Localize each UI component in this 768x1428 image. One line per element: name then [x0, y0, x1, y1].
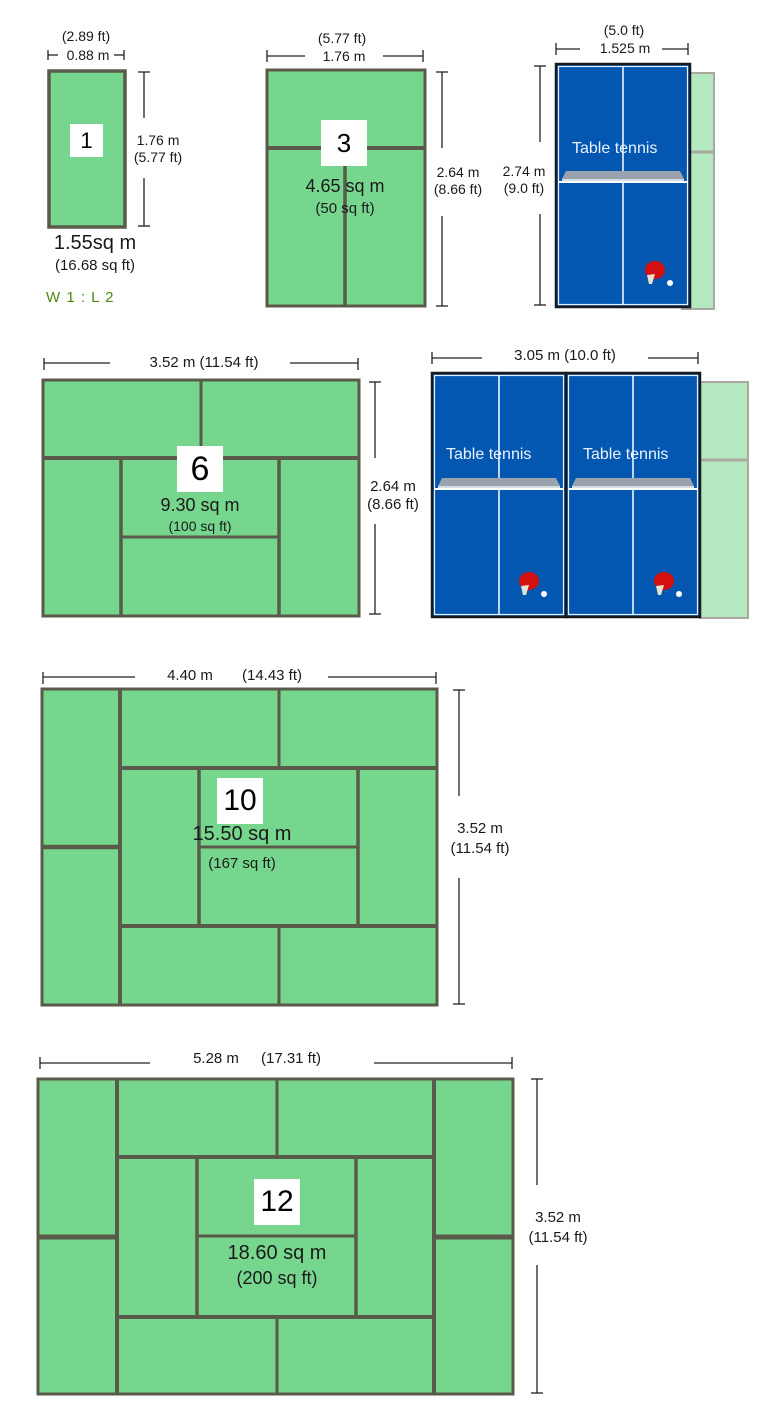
mat-10-width-ft: (14.43 ft) [241, 667, 303, 684]
mat-6-diagram [41, 378, 361, 618]
mat-12-area-m: 18.60 sq m [227, 1242, 327, 1264]
mat-10-area-ft: (167 sq ft) [208, 855, 276, 872]
mat-1-width-dimension-line [47, 50, 125, 60]
mat-6-width-label: 3.52 m (11.54 ft) [149, 354, 259, 371]
table-single-label: Table tennis [572, 140, 658, 157]
mat-10-length-m: 3.52 m [457, 820, 503, 837]
mat-6-area-ft: (100 sq ft) [168, 518, 232, 534]
mat-3-length-m: 2.64 m [436, 164, 480, 180]
mat-10-area-m: 15.50 sq m [192, 823, 292, 845]
mat-1-length-ft: (5.77 ft) [133, 149, 183, 165]
mat-3-length-dimension-line [436, 71, 448, 307]
ping-pong-paddle-icon [645, 261, 673, 286]
mat-3-width-ft: (5.77 ft) [317, 30, 367, 46]
table-double-diagram [430, 371, 749, 619]
table-single-length-dimension-line [534, 65, 546, 306]
mat-6-length-m: 2.64 m [370, 478, 416, 495]
mat-1-width-m: 0.88 m [66, 47, 110, 63]
mat-3-length-ft: (8.66 ft) [433, 181, 483, 197]
table-double-width-label: 3.05 m (10.0 ft) [514, 347, 616, 364]
mat-12-area-ft: (200 sq ft) [236, 1268, 318, 1288]
mat-12-width-ft: (17.31 ft) [260, 1050, 322, 1067]
table-double-width-dimension-line [431, 352, 699, 364]
mat-1-count-label: 1 [70, 124, 103, 157]
table-single-width-ft: (5.0 ft) [603, 22, 645, 38]
mat-1-ratio: W 1 : L 2 [46, 289, 115, 306]
mat-12-width-m: 5.28 m [193, 1050, 239, 1067]
mat-1-length-m: 1.76 m [136, 132, 180, 148]
ping-pong-paddle-icon [519, 572, 547, 597]
mat-10-width-m: 4.40 m [167, 667, 213, 684]
mat-6-area-m: 9.30 sq m [160, 495, 240, 515]
table-single-length-ft: (9.0 ft) [503, 180, 545, 196]
mat-10-length-ft: (11.54 ft) [450, 840, 510, 857]
mat-3-count-label: 3 [321, 120, 367, 166]
table-double-b-label: Table tennis [583, 446, 669, 463]
mat-10-width-dimension-line [42, 672, 437, 684]
table-double-a-label: Table tennis [446, 446, 532, 463]
mat-6-count-label: 6 [177, 446, 223, 492]
table-single-width-dimension-line [555, 43, 689, 55]
mat-12-diagram [36, 1077, 515, 1396]
table-single-diagram [554, 62, 715, 310]
mat-12-length-ft: (11.54 ft) [528, 1229, 588, 1246]
mat-3-width-dimension-line [266, 50, 424, 62]
mat-1-area-m: 1.55sq m [53, 232, 137, 254]
mat-6-length-dimension-line [369, 381, 381, 615]
table-single-length-m: 2.74 m [502, 163, 546, 179]
mat-10-length-dimension-line [453, 689, 465, 1005]
mat-6-length-ft: (8.66 ft) [367, 496, 419, 513]
mat-6-width-dimension-line [43, 358, 359, 370]
mat-3-area-ft: (50 sq ft) [315, 200, 375, 217]
mat-10-diagram [40, 687, 439, 1007]
mat-1-length-dimension-line [138, 71, 150, 227]
ping-pong-paddle-icon [654, 572, 682, 597]
mat-12-length-dimension-line [531, 1078, 543, 1394]
mat-3-area-m: 4.65 sq m [305, 176, 385, 196]
mat-3-width-m: 1.76 m [322, 48, 366, 64]
mat-1-width-ft: (2.89 ft) [61, 28, 111, 44]
table-single-width-m: 1.525 m [599, 40, 651, 56]
mat-1-area-ft: (16.68 sq ft) [54, 257, 136, 274]
mat-12-count-label: 12 [254, 1179, 300, 1225]
mat-12-width-dimension-line [39, 1057, 513, 1069]
mat-10-count-label: 10 [217, 778, 263, 824]
mat-12-length-m: 3.52 m [535, 1209, 581, 1226]
